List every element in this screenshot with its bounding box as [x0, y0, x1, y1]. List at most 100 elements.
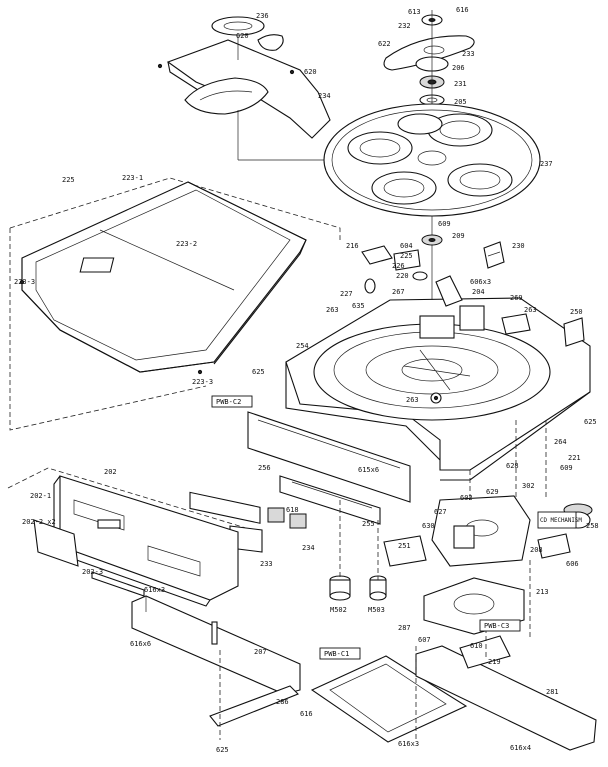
part-label: 205: [454, 98, 467, 106]
part-label: 629: [486, 488, 499, 496]
part-label: 618: [286, 506, 299, 514]
part-label: 202: [104, 468, 117, 476]
label-box-pwb-c3: PWB-C3: [479, 619, 521, 632]
pwb-c3-label: PWB-C3: [484, 622, 509, 630]
part-label: 302: [522, 482, 535, 490]
part-label: 609: [560, 464, 573, 472]
part-label: 202-3: [82, 568, 103, 576]
part-label: 230: [512, 242, 525, 250]
pwb-c1-label: PWB-C1: [324, 650, 349, 658]
part-label: 616x3: [144, 586, 165, 594]
pwb-c2-label: PWB-C2: [216, 398, 241, 406]
part-label: 202-2 x2: [22, 518, 56, 526]
part-label: 226: [392, 262, 405, 270]
part-label: 616: [300, 710, 313, 718]
part-label: 223-3: [192, 378, 213, 386]
cd-mechanism-label: CD MECHANISM: [540, 518, 582, 524]
part-label: 606: [566, 560, 579, 568]
gear-assembly-209: [361, 234, 463, 307]
part-label: 630: [422, 522, 435, 530]
part-label: 615x6: [358, 466, 379, 474]
part-label: 606x3: [470, 278, 491, 286]
label-box-pwb-c2: PWB-C2: [211, 395, 253, 408]
part-label: 607: [418, 636, 431, 644]
part-label: 625: [584, 418, 597, 426]
part-label: 202-1: [30, 492, 51, 500]
part-label: 234: [302, 544, 315, 552]
part-label: 237: [540, 160, 553, 168]
part-label: 227: [340, 290, 353, 298]
part-label: 267: [392, 288, 405, 296]
part-label: 256: [258, 464, 271, 472]
part-label: 232: [398, 22, 411, 30]
part-label: 254: [296, 342, 309, 350]
disc-holder-stack: [383, 10, 475, 122]
part-label: 206: [452, 64, 465, 72]
part-label: 635: [352, 302, 365, 310]
part-label: 231: [454, 80, 467, 88]
part-label: 223-1: [122, 174, 143, 182]
part-label: 264: [554, 438, 567, 446]
front-board-pwb-c2: [189, 411, 411, 553]
part-label: 223-2: [176, 240, 197, 248]
clamper-arm-234: [157, 16, 430, 161]
label-box-cd-mechanism: CD MECHANISM: [537, 511, 582, 529]
part-label: 609: [438, 220, 451, 228]
part-label: 628: [506, 462, 519, 470]
part-label: 602: [460, 494, 473, 502]
part-label: 616x6: [130, 640, 151, 648]
part-label: 286: [276, 698, 289, 706]
motor-m502: [329, 575, 351, 601]
part-label: 209: [452, 232, 465, 240]
part-label: M503: [368, 606, 385, 614]
part-label: 263: [524, 306, 537, 314]
leader-lines: [339, 420, 547, 660]
part-labels: 613 616 232 622 233 206 231 205 236 620 …: [14, 6, 599, 754]
part-label: 625: [216, 746, 229, 754]
part-label: 236: [256, 12, 269, 20]
part-label: 225: [62, 176, 75, 184]
part-label: 616x3: [398, 740, 419, 748]
label-box-pwb-c1: PWB-C1: [319, 647, 361, 660]
part-label: 620: [304, 68, 317, 76]
part-label: 221: [568, 454, 581, 462]
part-label: 220: [396, 272, 409, 280]
part-label: 223-3: [14, 278, 35, 286]
part-label: 625: [252, 368, 265, 376]
part-label: 225: [400, 252, 413, 260]
part-label: 233: [462, 50, 475, 58]
chassis-254: [285, 232, 591, 481]
motor-m503: [369, 575, 387, 601]
part-label: 622: [378, 40, 391, 48]
part-label: 216: [346, 242, 359, 250]
part-label: 219: [488, 658, 501, 666]
part-label: 204: [472, 288, 485, 296]
switch-230: [483, 241, 505, 269]
bracket-250: [563, 317, 585, 347]
carousel-tray-237: [323, 103, 541, 232]
part-label: 263: [406, 396, 419, 404]
part-label: 208: [530, 546, 543, 554]
part-label: 250: [570, 308, 583, 316]
front-panel-202: [7, 467, 247, 607]
bottom-parts: [131, 595, 597, 751]
part-label: 234: [318, 92, 331, 100]
part-label: 616x4: [510, 744, 531, 752]
part-label: 258: [586, 522, 599, 530]
part-label: 269: [510, 294, 523, 302]
part-label: 213: [536, 588, 549, 596]
part-label: 616: [456, 6, 469, 14]
part-label: 251: [398, 542, 411, 550]
part-label: 263: [326, 306, 339, 314]
part-label: 207: [254, 648, 267, 656]
part-label: 620: [236, 32, 249, 40]
part-label: 255: [362, 520, 375, 528]
part-label: 233: [260, 560, 273, 568]
part-label: 610: [470, 642, 483, 650]
part-label: 287: [398, 624, 411, 632]
part-label: 613: [408, 8, 421, 16]
part-label: M502: [330, 606, 347, 614]
part-label: 627: [434, 508, 447, 516]
top-cover-223: [9, 177, 341, 431]
